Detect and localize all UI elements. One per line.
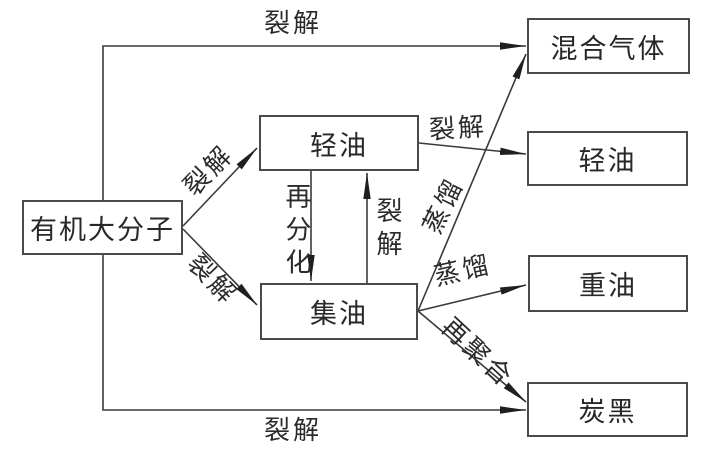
- edge-label-crack-light-out: 裂解: [428, 112, 488, 146]
- node-collected-oil: 集油: [260, 283, 418, 340]
- node-carbon-black: 炭黑: [527, 382, 688, 437]
- node-light-oil-product: 轻油: [527, 131, 688, 186]
- node-mixed-gas: 混合气体: [527, 18, 690, 74]
- edge-collected-distill-to-mixed-gas: [417, 53, 527, 312]
- edge-organic-to-light-oil-mid: [182, 147, 258, 227]
- edge-label-crack-up: 裂解: [372, 197, 402, 263]
- node-heavy-oil: 重油: [528, 255, 688, 312]
- edge-organic-to-mixed-gas: [102, 42, 526, 200]
- edge-lightoil-to-lightoil-right: [418, 142, 527, 156]
- node-light-oil-intermediate: 轻油: [259, 115, 419, 171]
- edge-collected-distill-to-heavy-oil: [417, 284, 527, 312]
- edge-organic-to-carbon-black: [102, 255, 526, 414]
- edge-label-redivide: 再分化: [281, 182, 311, 282]
- node-organic-macromolecule: 有机大分子: [22, 200, 183, 255]
- edge-label-crack-top: 裂解: [263, 9, 323, 39]
- edge-label-crack-bottom: 裂解: [263, 416, 323, 446]
- edge-collected-repolymerize-to-carbon-black: [417, 310, 527, 403]
- edge-organic-to-collected-oil: [182, 228, 258, 306]
